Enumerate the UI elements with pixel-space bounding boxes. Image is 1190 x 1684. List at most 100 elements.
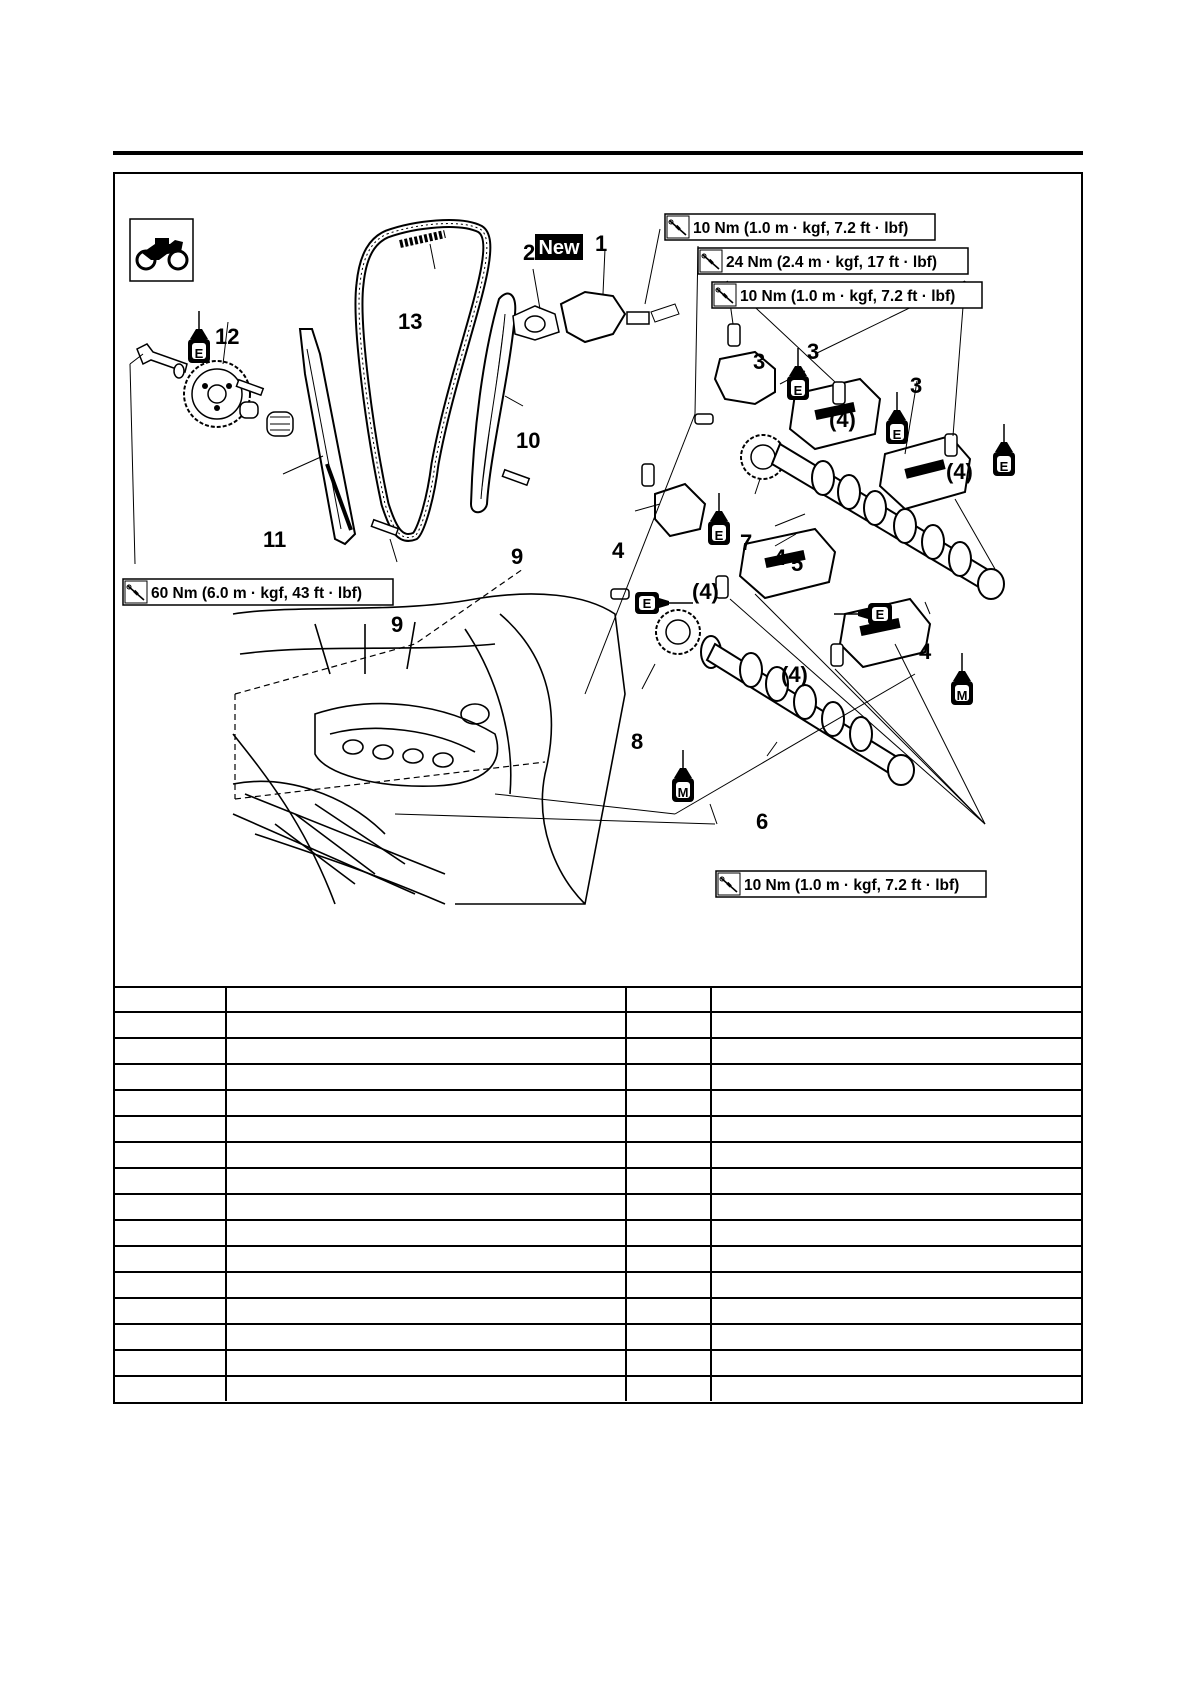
- table-cell: [225, 1375, 626, 1401]
- table-row: [115, 1297, 1081, 1324]
- callout-4a: 4: [612, 538, 625, 563]
- table-row: [115, 1063, 1081, 1090]
- table-cell: [710, 1115, 1081, 1142]
- table-cell: [624, 986, 712, 1012]
- table-cell: [115, 1011, 227, 1038]
- callout-10: 10: [516, 428, 540, 453]
- table-row: [115, 1141, 1081, 1168]
- table-cell: [115, 1323, 227, 1350]
- callout-6: 6: [756, 809, 768, 834]
- new-badge: New: [535, 234, 583, 260]
- table-cell: [710, 1011, 1081, 1038]
- table-cell: [225, 1141, 626, 1168]
- table-cell: [710, 1375, 1081, 1401]
- table-cell: [624, 1167, 712, 1194]
- diagram-frame: 1 2 3 3 3 4 4 4 5 6 7 8 9 9 10 11 12 13 …: [113, 172, 1083, 1404]
- callout-4b: 4: [774, 545, 787, 570]
- table-cell: [710, 1141, 1081, 1168]
- table-cell: [115, 1219, 227, 1246]
- callout-5: 5: [791, 551, 803, 576]
- callout-qty-4d: (4): [781, 662, 808, 687]
- table-cell: [115, 1297, 227, 1324]
- torque-spec-3: 10 Nm (1.0 m · kgf, 7.2 ft · lbf): [711, 281, 983, 309]
- table-cell: [624, 1115, 712, 1142]
- table-cell: [710, 1219, 1081, 1246]
- table-cell: [624, 1193, 712, 1220]
- lubricant-e-label: E: [643, 596, 652, 611]
- table-row: [115, 1375, 1081, 1401]
- parts-table: [115, 986, 1081, 1401]
- svg-text:60 Nm (6.0 m · kgf, 43 ft · lb: 60 Nm (6.0 m · kgf, 43 ft · lbf): [151, 585, 362, 602]
- table-cell: [115, 1193, 227, 1220]
- lubricant-m-label: M: [678, 785, 689, 800]
- table-row: [115, 1245, 1081, 1272]
- table-cell: [624, 1219, 712, 1246]
- table-cell: [225, 1193, 626, 1220]
- callout-qty-4c: (4): [692, 579, 719, 604]
- table-row: [115, 1167, 1081, 1194]
- table-cell: [225, 1037, 626, 1064]
- table-cell: [115, 1141, 227, 1168]
- callout-4c: 4: [919, 639, 932, 664]
- table-row: [115, 1271, 1081, 1298]
- sprocket-12: [183, 360, 251, 428]
- table-cell: [710, 1037, 1081, 1064]
- callout-9b: 9: [391, 612, 403, 637]
- svg-text:10 Nm (1.0 m · kgf, 7.2 ft · l: 10 Nm (1.0 m · kgf, 7.2 ft · lbf): [744, 877, 959, 894]
- table-cell: [624, 1271, 712, 1298]
- torque-spec-4: 60 Nm (6.0 m · kgf, 43 ft · lbf): [122, 578, 394, 606]
- table-row: [115, 1011, 1081, 1038]
- table-cell: [710, 1193, 1081, 1220]
- table-cell: [115, 1245, 227, 1272]
- table-cell: [115, 986, 227, 1012]
- lubricant-e-label: E: [876, 607, 885, 622]
- callout-qty-4b: (4): [946, 459, 973, 484]
- table-cell: [115, 1375, 227, 1401]
- table-cell: [225, 1297, 626, 1324]
- table-cell: [624, 1375, 712, 1401]
- camshaft-5: [740, 434, 1005, 600]
- table-cell: [225, 1011, 626, 1038]
- callout-2: 2: [523, 240, 535, 265]
- lubricant-e-label: E: [715, 528, 724, 543]
- table-cell: [225, 1115, 626, 1142]
- camshaft-6: [655, 609, 915, 786]
- table-row: [115, 1115, 1081, 1142]
- callout-3b: 3: [807, 339, 819, 364]
- callout-3a: 3: [753, 349, 765, 374]
- torque-spec-2: 24 Nm (2.4 m · kgf, 17 ft · lbf): [697, 247, 969, 275]
- table-cell: [225, 986, 626, 1012]
- table-cell: [624, 1089, 712, 1116]
- callout-7: 7: [740, 530, 752, 555]
- table-cell: [710, 1297, 1081, 1324]
- table-cell: [115, 1271, 227, 1298]
- table-cell: [225, 1219, 626, 1246]
- table-cell: [624, 1037, 712, 1064]
- table-cell: [115, 1115, 227, 1142]
- callout-12: 12: [215, 324, 239, 349]
- table-cell: [624, 1063, 712, 1090]
- table-cell: [710, 1271, 1081, 1298]
- table-cell: [624, 1011, 712, 1038]
- callout-1: 1: [595, 231, 607, 256]
- svg-text:24 Nm (2.4 m · kgf, 17 ft · lb: 24 Nm (2.4 m · kgf, 17 ft · lbf): [726, 254, 937, 271]
- table-cell: [225, 1089, 626, 1116]
- table-cell: [710, 1167, 1081, 1194]
- header-rule: [113, 151, 1083, 155]
- table-cell: [225, 1245, 626, 1272]
- table-row: [115, 1193, 1081, 1220]
- table-cell: [225, 1271, 626, 1298]
- lubricant-e-label: E: [794, 383, 803, 398]
- table-row: [115, 1219, 1081, 1246]
- table-cell: [115, 1063, 227, 1090]
- table-cell: [710, 1323, 1081, 1350]
- callout-13: 13: [398, 309, 422, 334]
- table-row: [115, 1323, 1081, 1350]
- callout-3c: 3: [910, 373, 922, 398]
- torque-spec-5: 10 Nm (1.0 m · kgf, 7.2 ft · lbf): [715, 870, 987, 898]
- table-cell: [225, 1349, 626, 1376]
- table-cell: [115, 1349, 227, 1376]
- callout-8: 8: [631, 729, 643, 754]
- torque-spec-1: 10 Nm (1.0 m · kgf, 7.2 ft · lbf): [664, 213, 936, 241]
- table-cell: [115, 1089, 227, 1116]
